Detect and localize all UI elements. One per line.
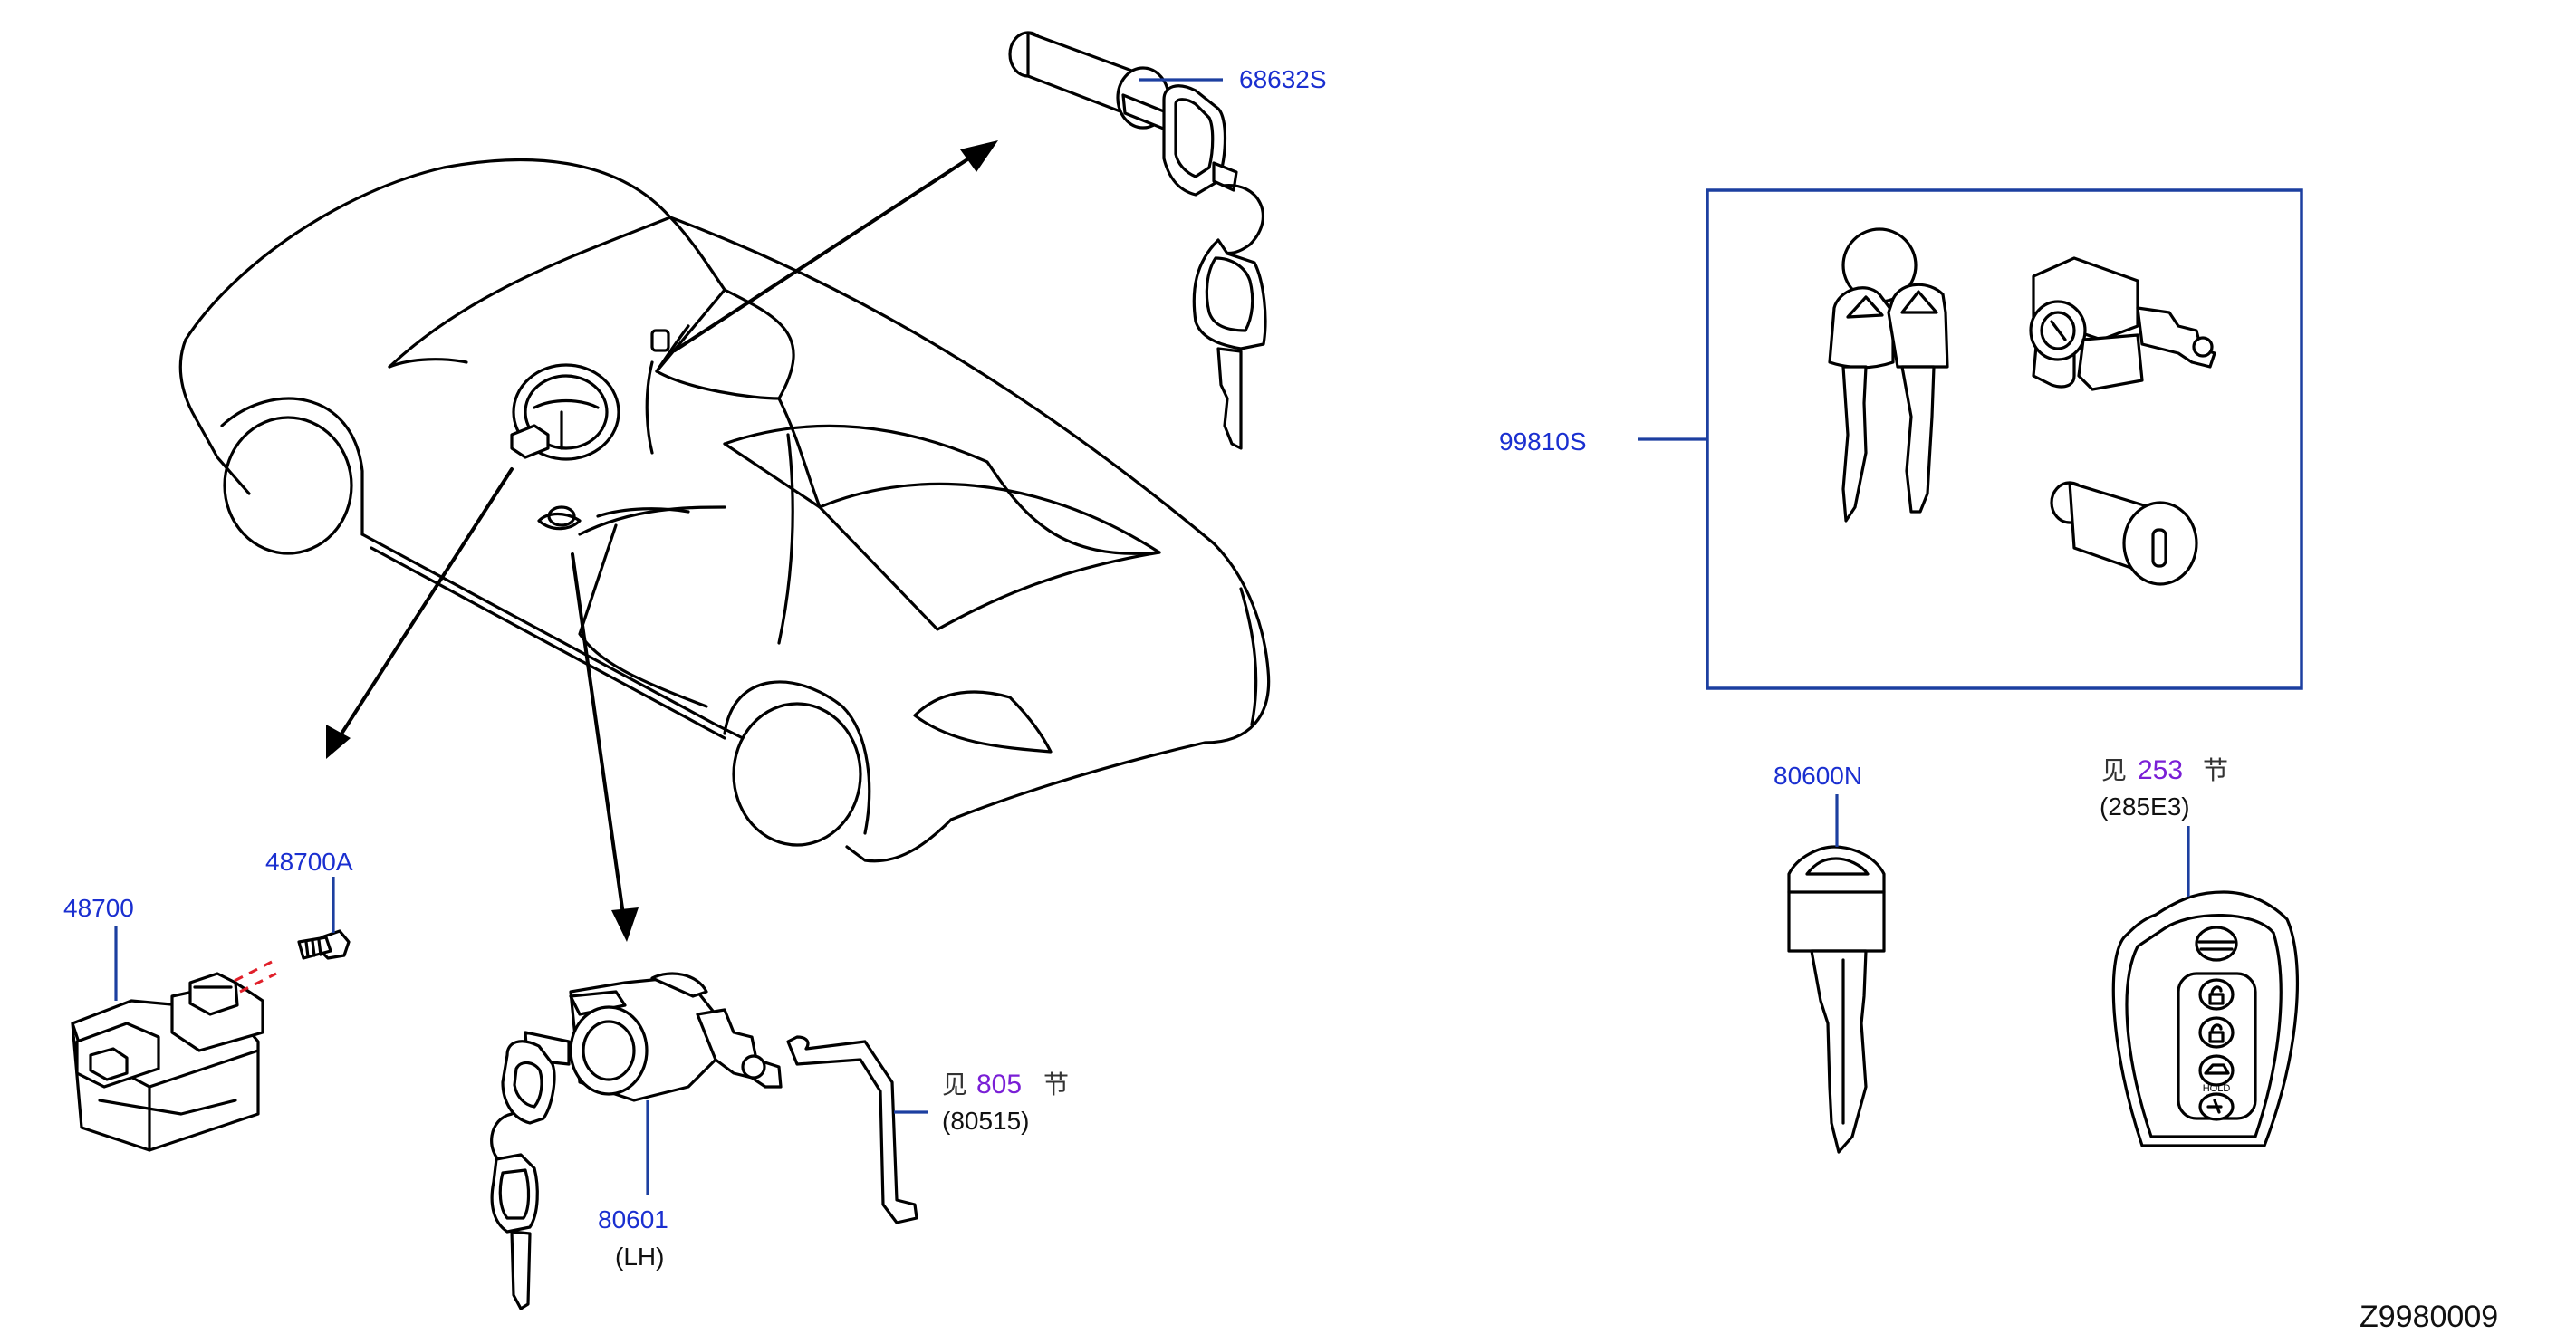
part-68632S-illustration — [1008, 31, 1267, 450]
label-68632S[interactable]: 68632S — [1239, 65, 1327, 93]
ref-253-note: (285E3) — [2100, 792, 2190, 821]
part-80601-illustration — [490, 972, 918, 1310]
label-80600N[interactable]: 80600N — [1773, 762, 1862, 790]
part-80600N-key — [1787, 845, 1886, 1154]
label-80601-note: (LH) — [615, 1243, 664, 1271]
part-48700-illustration — [71, 972, 264, 1152]
ref-805-suffix: 节 — [1043, 1070, 1069, 1099]
label-99810S[interactable]: 99810S — [1499, 427, 1587, 456]
car-illustration — [178, 158, 1271, 863]
part-48700A-screw — [230, 929, 351, 994]
callout-leaders — [114, 78, 2190, 1195]
ref-253-suffix: 节 — [2203, 755, 2228, 785]
ref-805-prefix: 见 — [942, 1070, 967, 1099]
label-48700[interactable]: 48700 — [63, 894, 134, 922]
fob-hold-text: HOLD — [2203, 1083, 2231, 1094]
ref-805-link[interactable]: 805 — [976, 1070, 1022, 1099]
diagram-code: Z9980009 — [2360, 1300, 2498, 1334]
label-48700A[interactable]: 48700A — [265, 848, 353, 876]
smart-key-fob: HOLD — [2111, 890, 2299, 1147]
label-80601[interactable]: 80601 — [598, 1205, 668, 1234]
part-99810S-kit — [1706, 188, 2303, 690]
ref-253-link[interactable]: 253 — [2138, 755, 2183, 785]
ref-253-prefix: 见 — [2101, 755, 2127, 785]
ref-805-note: (80515) — [942, 1107, 1030, 1135]
part-labels: 68632S 99810S 48700 48700A 80601 (LH) 80… — [63, 65, 2498, 1334]
pointer-arrows — [326, 140, 998, 942]
